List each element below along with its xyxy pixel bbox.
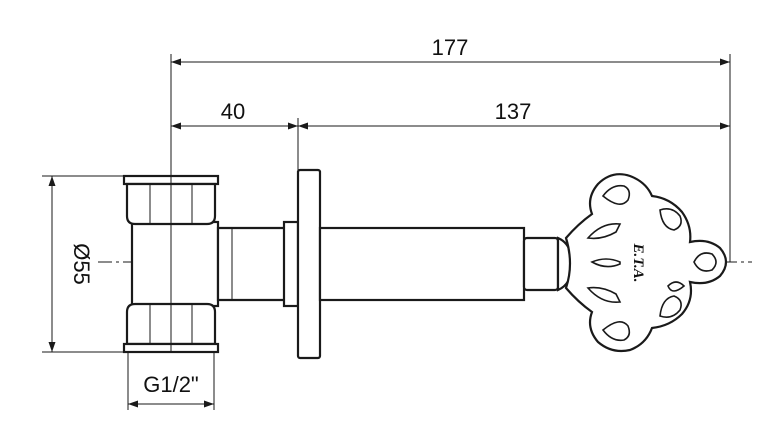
dim-label-137: 137 [495,99,532,124]
flange [282,168,322,360]
dim-label-40: 40 [221,99,245,124]
dim-label-diameter: Ø55 [69,243,94,285]
spindle-extension [318,226,574,302]
handle: E.T.A. [564,173,728,353]
dim-label-thread: G1/2" [143,372,199,397]
dim-label-177: 177 [432,35,469,60]
extension-lines [42,54,731,410]
brand-logo: E.T.A. [630,242,646,282]
inlet-fitting [122,174,288,354]
